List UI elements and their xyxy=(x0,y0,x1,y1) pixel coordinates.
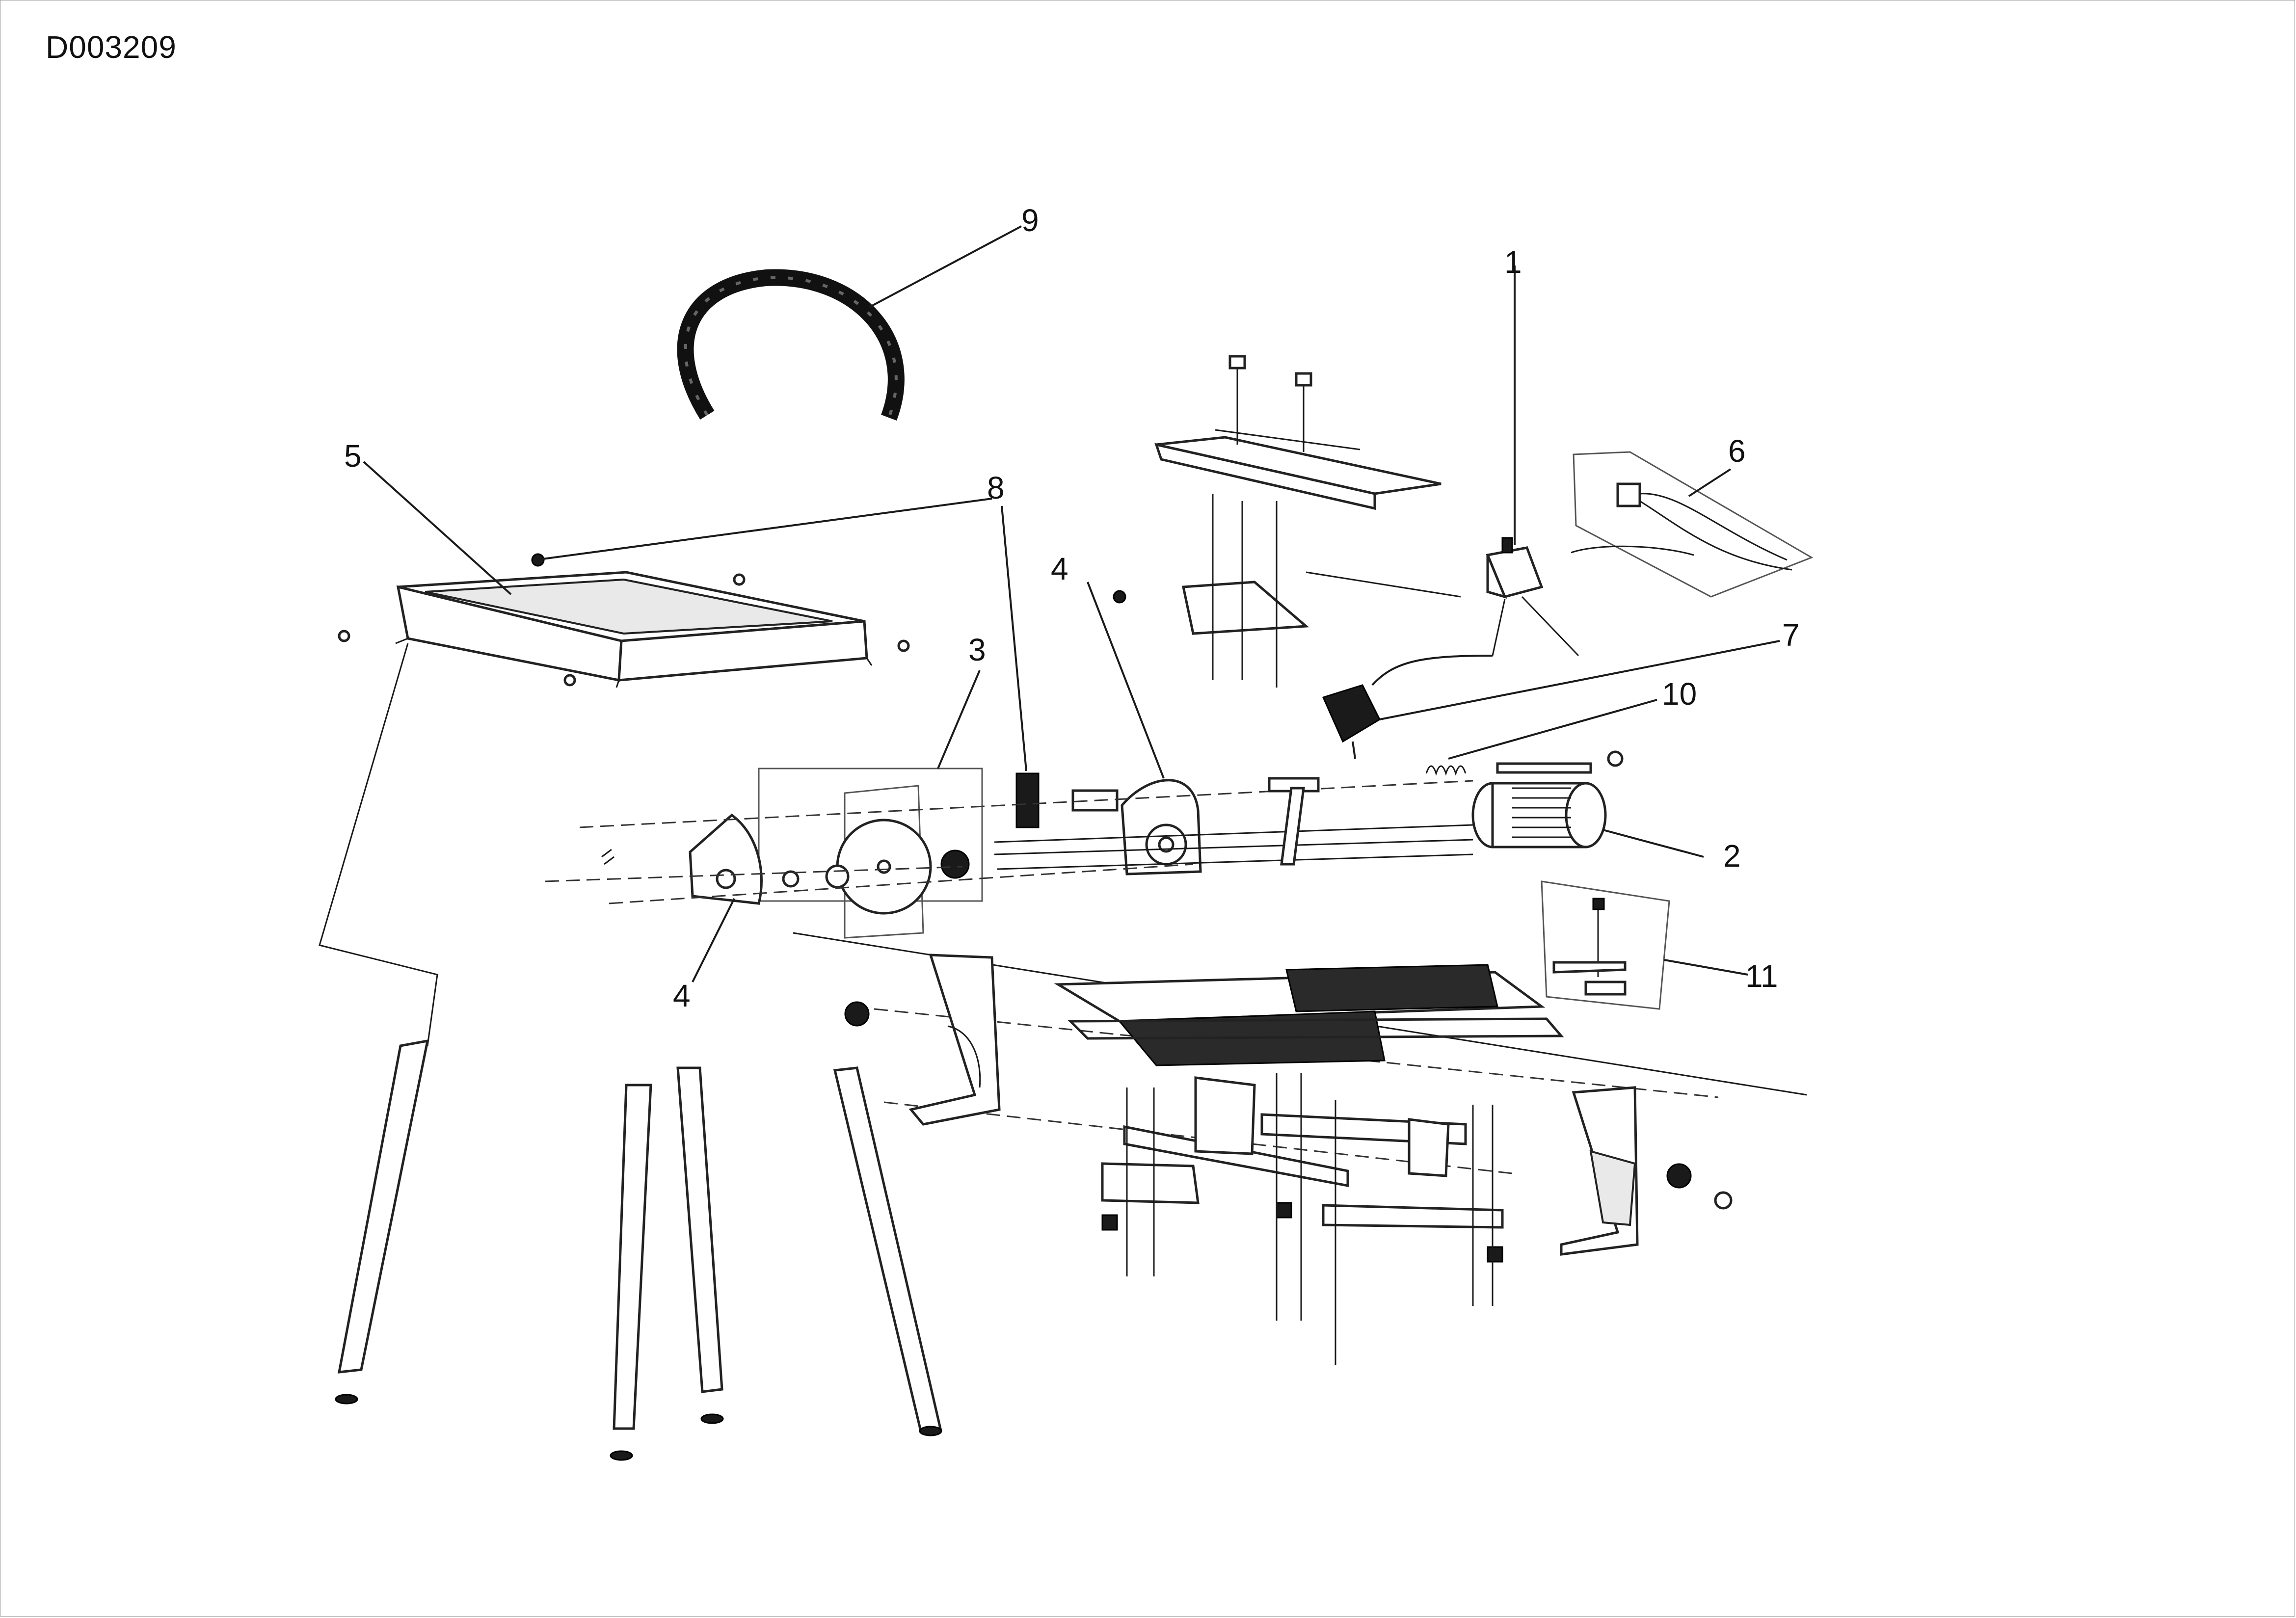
callout-11: 11 xyxy=(1745,958,1778,994)
callout-5: 5 xyxy=(344,438,362,474)
rail-bracket xyxy=(1113,494,1461,688)
sliding-table xyxy=(1054,964,1564,1066)
blade-guard-front xyxy=(601,813,763,905)
motor xyxy=(1471,782,1607,849)
blade-assembly xyxy=(758,768,983,939)
callout-2: 2 xyxy=(1723,838,1741,874)
callout-8: 8 xyxy=(987,470,1005,505)
tilt-bracket-left xyxy=(844,954,1001,1126)
stand-legs xyxy=(335,1039,942,1461)
callout-3: 3 xyxy=(968,632,986,667)
tilt-bracket-right xyxy=(1560,1086,1733,1256)
spring-assembly xyxy=(1425,750,1624,776)
water-tray-frame xyxy=(338,553,910,688)
callout-10: 10 xyxy=(1662,676,1697,712)
top-rail xyxy=(1154,355,1442,510)
document-code: D003209 xyxy=(46,29,177,65)
callout-labels: 1 2 3 4 4 5 6 7 8 9 10 11 xyxy=(344,203,1800,1013)
switch-box xyxy=(1486,537,1579,657)
water-pump xyxy=(1571,451,1814,598)
callout-6: 6 xyxy=(1728,433,1746,469)
splash-guard xyxy=(677,269,905,421)
callout-4b: 4 xyxy=(673,978,691,1013)
plug xyxy=(1322,655,1493,759)
callout-7: 7 xyxy=(1782,617,1800,653)
clamp-assembly xyxy=(1541,880,1670,1010)
leader-frame-to-legs xyxy=(319,643,438,1046)
callout-leaders xyxy=(363,225,1780,982)
callout-9: 9 xyxy=(1021,203,1039,238)
blade-guard-rear xyxy=(1015,772,1202,875)
cutting-head-handle xyxy=(1268,777,1320,866)
callout-1: 1 xyxy=(1504,244,1522,280)
base-rails xyxy=(1101,1073,1504,1365)
callout-4a: 4 xyxy=(1051,551,1068,586)
